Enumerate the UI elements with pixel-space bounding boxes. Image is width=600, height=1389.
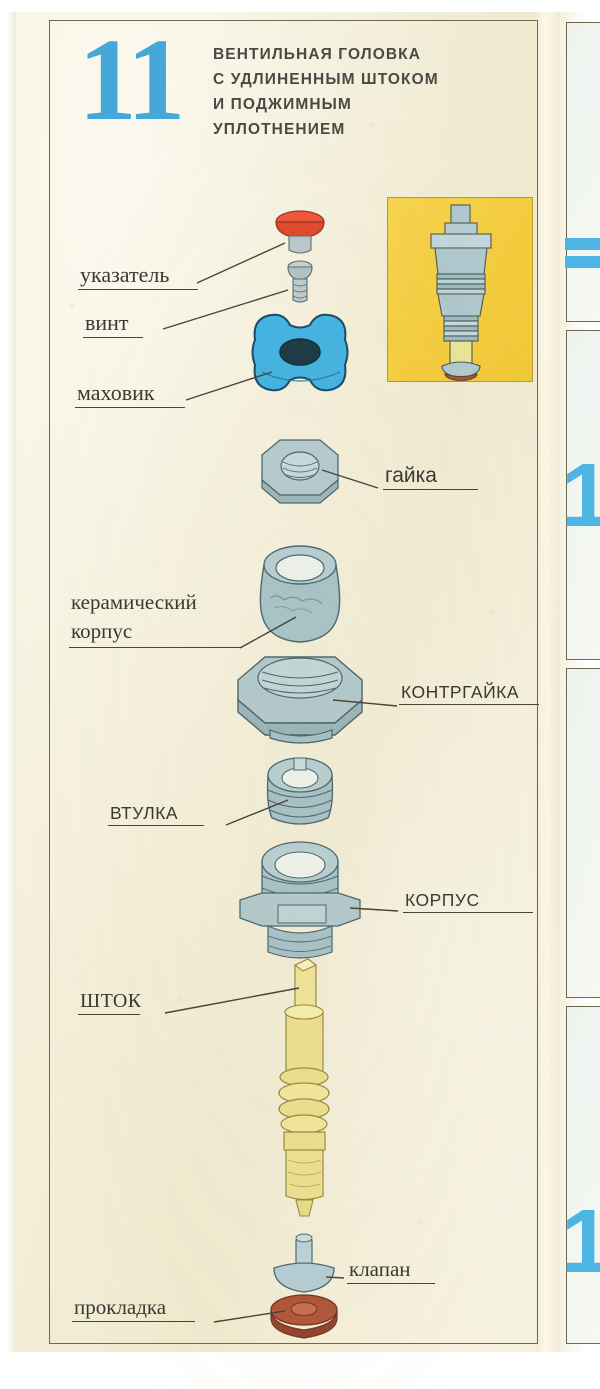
neighbor-page-number: 1 (561, 446, 600, 546)
neighbor-bar-2 (565, 256, 600, 268)
label-gasket-text: прокладка (74, 1295, 167, 1319)
page-title: ВЕНТИЛЬНАЯ ГОЛОВКА С УДЛИНЕННЫМ ШТОКОМ И… (213, 42, 533, 142)
part-screw (287, 260, 313, 303)
assembled-view-inset (387, 197, 533, 382)
label-nut: гайка (383, 464, 478, 490)
label-ceramic-body: керамический корпус (69, 588, 242, 648)
label-gasket-rule (72, 1321, 195, 1322)
neighbor-panel-2: 1 (561, 330, 600, 660)
label-valve: клапан (347, 1257, 435, 1284)
title-line-1: ВЕНТИЛЬНАЯ ГОЛОВКА (213, 46, 422, 63)
top-margin (0, 0, 600, 12)
title-line-4: УПЛОТНЕНИЕМ (213, 121, 346, 139)
label-indicator: указатель (78, 262, 198, 290)
part-indicator (275, 210, 325, 254)
label-stem: ШТОК (78, 990, 144, 1015)
label-nut-rule (383, 489, 478, 490)
label-locknut: КОНТРГАЙКА (399, 682, 539, 705)
neighbor-bar-1 (565, 238, 600, 250)
page-number: 11 (78, 14, 185, 145)
label-stem-rule (78, 1014, 140, 1015)
label-stem-text: ШТОК (80, 990, 142, 1012)
label-bushing-rule (108, 825, 204, 826)
label-locknut-rule (399, 704, 539, 705)
part-locknut (237, 656, 363, 744)
part-bushing (266, 757, 334, 825)
part-handwheel (251, 313, 349, 392)
neighbor-page-number-2: 1 (561, 1192, 600, 1292)
part-ceramic-body (259, 545, 341, 643)
label-indicator-text: указатель (80, 262, 170, 287)
label-handwheel: маховик (75, 380, 185, 408)
label-nut-text: гайка (385, 464, 437, 487)
label-handwheel-rule (75, 407, 185, 408)
assembled-valve-drawing (430, 204, 492, 381)
part-stem (278, 958, 330, 1217)
neighbor-panel-3 (566, 668, 600, 998)
label-screw-text: винт (85, 310, 129, 335)
label-body: КОРПУС (403, 890, 533, 913)
label-screw-rule (83, 337, 143, 338)
label-ceramic-body-rule (69, 646, 242, 648)
part-gasket (270, 1294, 338, 1339)
label-gasket: прокладка (72, 1295, 195, 1322)
neighbor-panel-4: 1 (561, 1006, 600, 1344)
part-valve (273, 1233, 335, 1293)
leader-lines (162, 242, 399, 1323)
label-body-text: КОРПУС (405, 890, 480, 910)
label-bushing: ВТУЛКА (108, 803, 204, 826)
title-line-2: С УДЛИНЕННЫМ ШТОКОМ (213, 71, 439, 89)
label-locknut-text: КОНТРГАЙКА (401, 682, 520, 702)
label-valve-text: клапан (349, 1257, 411, 1281)
label-handwheel-text: маховик (77, 380, 155, 405)
label-ceramic-body-line2: корпус (71, 619, 133, 644)
label-indicator-rule (78, 289, 198, 290)
label-screw: винт (83, 310, 143, 338)
bottom-margin (0, 1352, 600, 1389)
title-line-3: И ПОДЖИМНЫМ (213, 96, 352, 114)
part-nut (261, 439, 339, 504)
label-bushing-text: ВТУЛКА (110, 803, 179, 823)
label-body-rule (403, 912, 533, 913)
label-ceramic-body-line1: керамический (71, 590, 197, 614)
content-frame (49, 20, 538, 1344)
neighbor-panel-1 (565, 22, 600, 322)
label-valve-rule (347, 1283, 435, 1284)
part-body (239, 841, 361, 959)
